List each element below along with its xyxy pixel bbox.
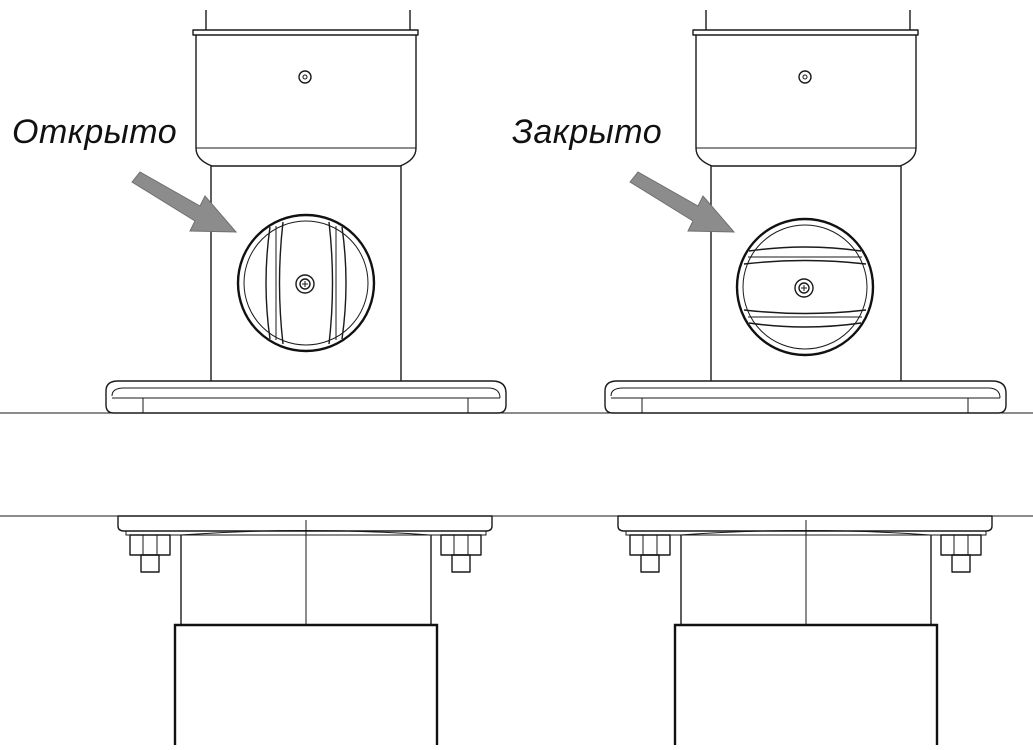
open-unit-bottom bbox=[117, 515, 493, 745]
closed-unit-bottom bbox=[617, 515, 993, 745]
bolt-icon bbox=[440, 534, 482, 573]
pointer-arrow-icon bbox=[131, 171, 238, 233]
bolt-icon bbox=[129, 534, 171, 573]
closed-unit-top bbox=[604, 10, 1007, 414]
damper-disk-open bbox=[236, 213, 376, 353]
pointer-arrow-icon bbox=[629, 171, 736, 233]
screw-icon bbox=[298, 70, 312, 84]
label-open: Открыто bbox=[12, 113, 178, 151]
bolt-icon bbox=[940, 534, 982, 573]
damper-disk-closed bbox=[735, 217, 875, 357]
bolt-icon bbox=[629, 534, 671, 573]
screw-icon bbox=[798, 70, 812, 84]
label-closed: Закрыто bbox=[512, 113, 663, 151]
open-unit-top bbox=[105, 10, 507, 414]
